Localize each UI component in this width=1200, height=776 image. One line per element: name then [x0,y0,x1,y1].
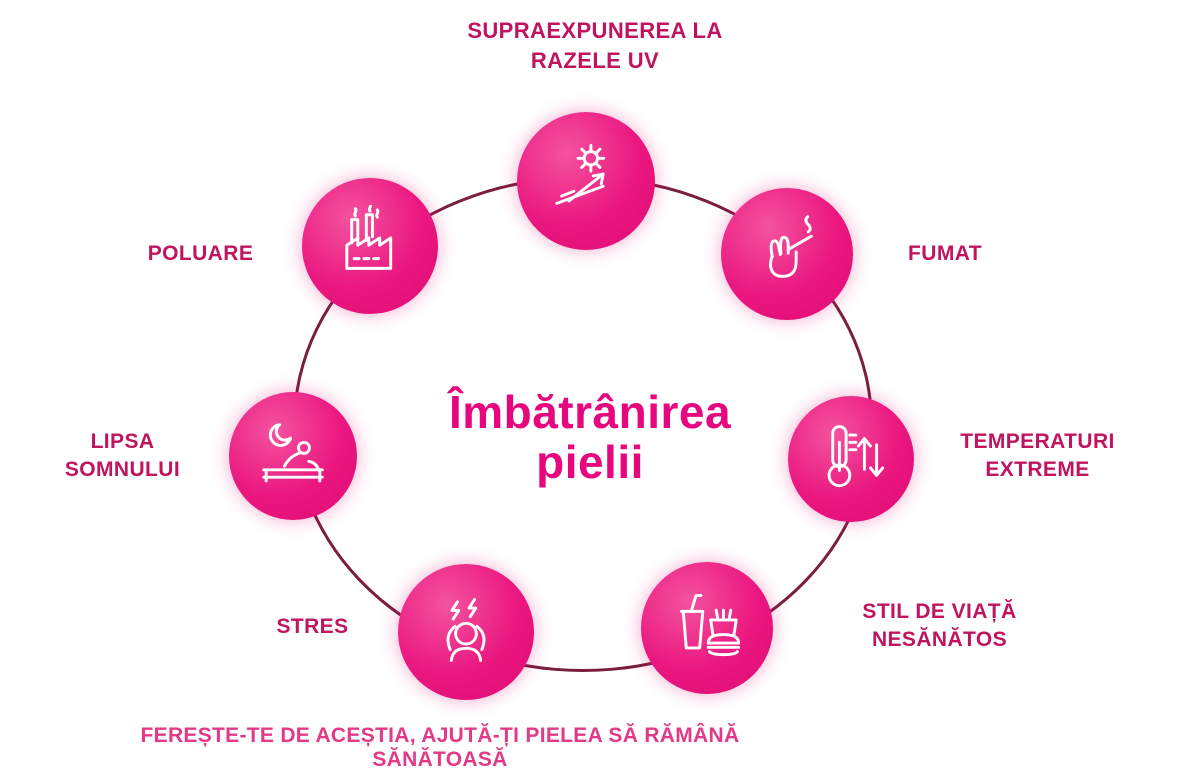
node-smoking [721,188,853,320]
node-stress [398,564,534,700]
fast-food-icon [668,587,746,670]
label-pollution: POLUARE [147,242,254,265]
hand-cigarette-icon [748,213,826,296]
center-title: Îmbătrânirea pielii [448,386,732,488]
factory-smoke-icon [331,201,409,288]
node-lack-of-sleep [229,392,357,520]
stressed-person-icon [427,591,505,674]
label-stress: STRES [276,615,349,638]
label-smoking: FUMAT [908,242,982,265]
label-lack-of-sleep: LIPSA SOMNULUI [64,430,181,482]
node-uv-exposure [517,112,655,250]
node-pollution [302,178,438,314]
footer-caption: FEREȘTE-TE DE ACEȘTIA, AJUTĂ-ȚI PIELEA S… [140,724,740,771]
label-temperature: TEMPERATURI EXTREME [960,430,1115,482]
label-uv-exposure: SUPRAEXPUNEREA LA RAZELE UV [467,18,723,73]
sun-uv-reflection-icon [547,140,625,223]
label-unhealthy-lifestyle: STIL DE VIAȚĂ NESĂNĂTOS [862,600,1017,652]
node-unhealthy-lifestyle [641,562,773,694]
sleeping-person-moon-icon [254,415,332,498]
thermometer-arrows-icon [812,418,890,501]
node-temperature [788,396,914,522]
